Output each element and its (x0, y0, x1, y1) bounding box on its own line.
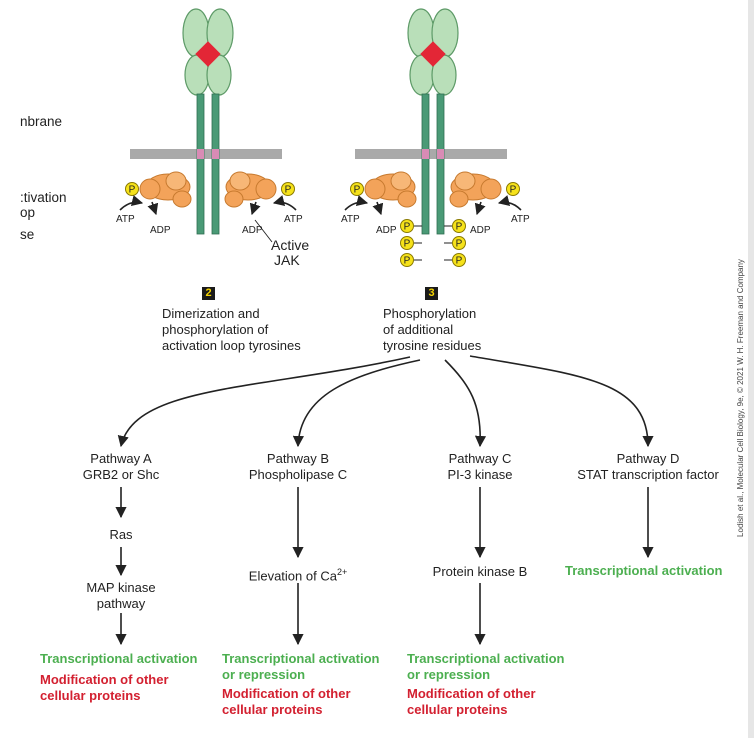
phosphate-label: P (510, 185, 517, 196)
jak-kinase-right (224, 171, 277, 208)
step-3-caption: Phosphorylation of additional tyrosine r… (383, 306, 482, 353)
pathway-d-outcome-green: Transcriptional activation (565, 563, 723, 578)
phosphate-label: P (404, 222, 411, 233)
branch-arrow-c (444, 359, 487, 448)
step-2-caption: Dimerization and phosphorylation of acti… (162, 306, 301, 353)
jak-kinase-left (139, 171, 192, 208)
phosphate-label: P (456, 256, 463, 267)
pathway-b-title: Pathway B Phospholipase C (248, 451, 348, 482)
adp-label: ADP (470, 225, 491, 236)
loop-label: op (20, 205, 36, 220)
adp-label: ADP (242, 225, 263, 236)
adp-arrow (147, 201, 159, 216)
atp-label: ATP (284, 214, 303, 225)
pathway-c-outcome-green: Transcriptional activation or repression (407, 651, 565, 682)
phosphate-label: P (404, 239, 411, 250)
branch-arrow-b (292, 359, 421, 448)
phosphate-icon (400, 253, 414, 267)
page-edge (748, 0, 754, 738)
kinase-label: se (20, 227, 35, 242)
phosphate-label: P (129, 185, 136, 196)
phosphate-icon (506, 182, 520, 196)
atp-arrow (344, 195, 369, 211)
pathway-d-title: Pathway D STAT transcription factor (577, 451, 719, 482)
pathway-a-ras: Ras (109, 527, 133, 542)
pathway-c-protein-kinase-b: Protein kinase B (432, 564, 528, 579)
copyright-credit: Lodish et al., Molecular Cell Biology, 9… (736, 259, 745, 537)
phosphate-icon (452, 253, 466, 267)
active-jak-label: Active JAK (271, 237, 310, 268)
phosphate-icon (400, 219, 414, 233)
pathway-b-outcome-red: Modification of other cellular proteins (222, 686, 351, 717)
pathway-a-map-kinase: MAP kinase pathway (86, 580, 156, 611)
phosphate-label: P (285, 185, 292, 196)
pathway-a-outcome-green: Transcriptional activation (40, 651, 198, 666)
transmembrane-segment (212, 149, 219, 159)
step-3-badge: 3 (425, 287, 438, 300)
jak-kinase-left (364, 171, 417, 208)
phosphate-label: P (404, 256, 411, 267)
phosphate-icon (452, 219, 466, 233)
pathway-c-title: Pathway C PI-3 kinase (447, 451, 513, 482)
jak-kinase-right (449, 171, 502, 208)
phosphate-label: P (456, 239, 463, 250)
atp-label: ATP (341, 214, 360, 225)
atp-arrow (119, 195, 144, 211)
adp-arrow (372, 201, 384, 216)
phosphate-label: P (456, 222, 463, 233)
atp-label: ATP (511, 214, 530, 225)
atp-arrow (497, 195, 522, 211)
atp-label: ATP (116, 214, 135, 225)
pathway-c-outcome-red: Modification of other cellular proteins (407, 686, 536, 717)
adp-label: ADP (150, 225, 171, 236)
pathway-a-outcome-red: Modification of other cellular proteins (40, 672, 169, 703)
plasma-membrane (130, 149, 282, 159)
transmembrane-segment (422, 149, 429, 159)
activation-label: :tivation (20, 190, 67, 205)
step-2-badge: 2 (202, 287, 215, 300)
branch-arrow-a (117, 356, 411, 448)
atp-arrow (272, 195, 297, 211)
branch-arrow-d (469, 355, 654, 448)
phosphate-icon (452, 236, 466, 250)
pathway-b-outcome-green: Transcriptional activation or repression (222, 651, 380, 682)
adp-label: ADP (376, 225, 397, 236)
pathway-b-calcium: Elevation of Ca2+ (248, 567, 348, 584)
transmembrane-segment (437, 149, 444, 159)
transmembrane-segment (197, 149, 204, 159)
plasma-membrane (355, 149, 507, 159)
phosphate-icon (400, 236, 414, 250)
phosphate-icon (281, 182, 295, 196)
adp-arrow (249, 201, 261, 216)
pointer-line (254, 219, 273, 243)
pathway-a-title: Pathway A GRB2 or Shc (82, 451, 160, 482)
phosphate-label: P (354, 185, 361, 196)
membrane-label: nbrane (20, 114, 63, 129)
adp-arrow (474, 201, 486, 216)
